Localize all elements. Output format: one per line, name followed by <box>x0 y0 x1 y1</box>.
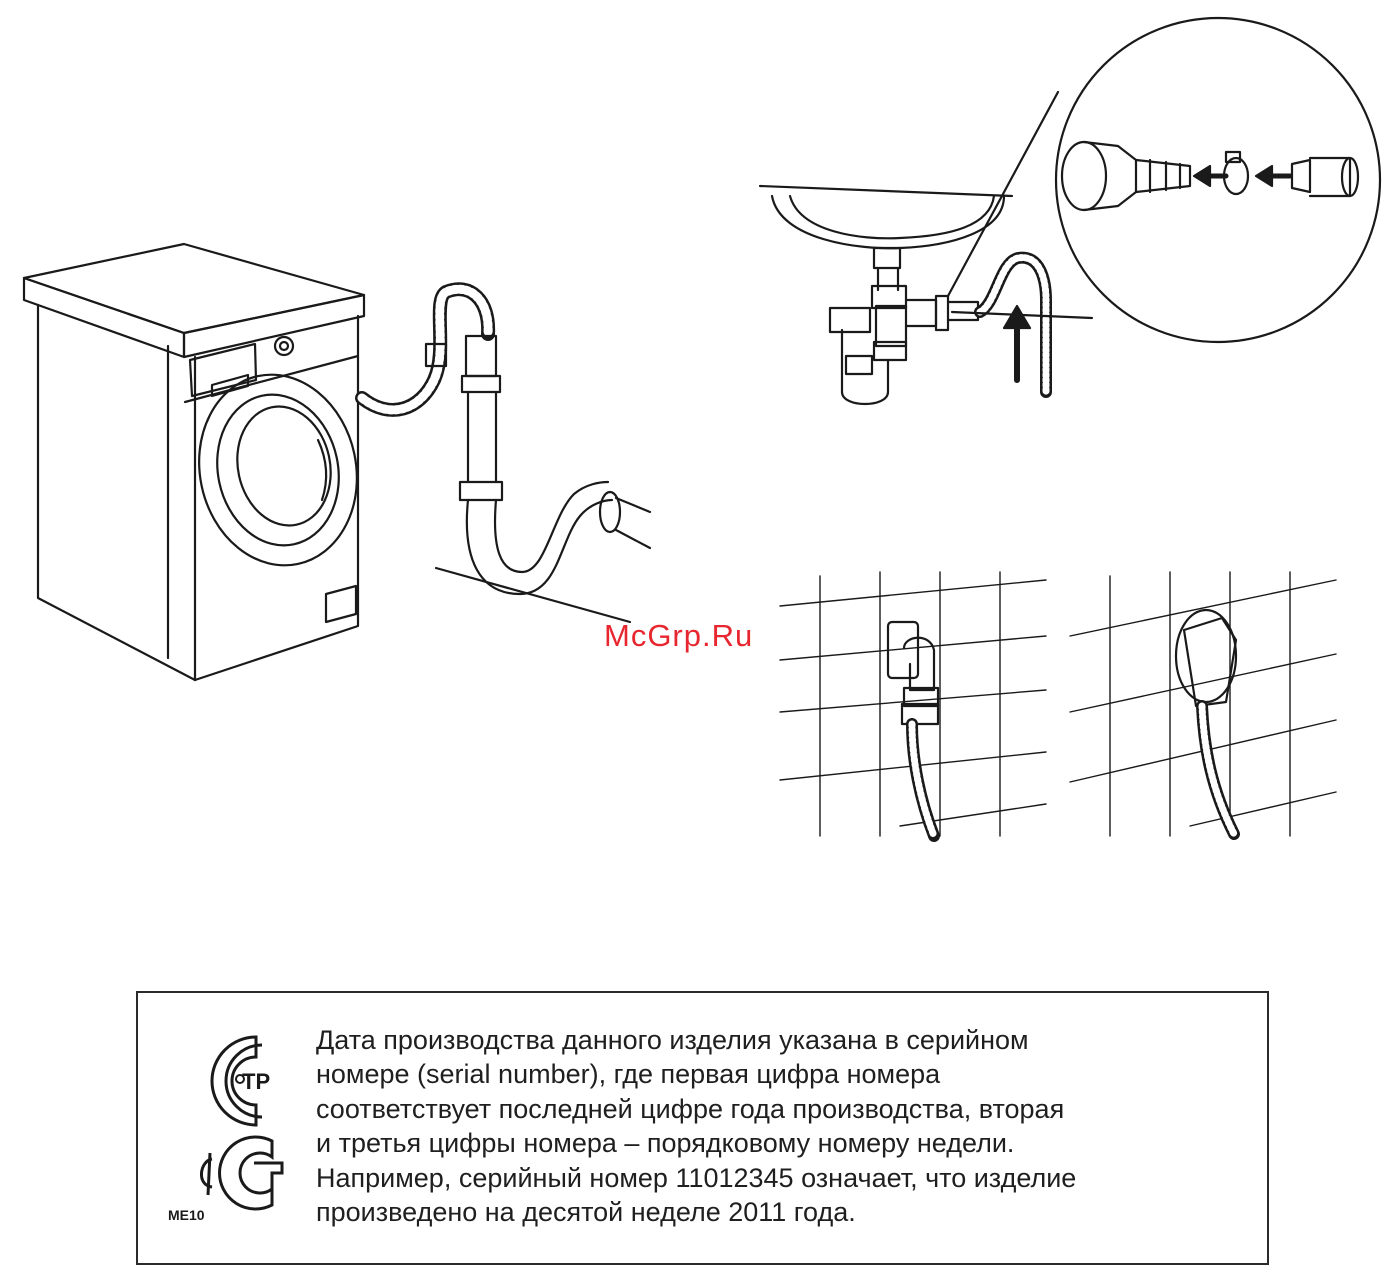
certification-logos: ТР <box>178 1021 288 1251</box>
wall-outlet-cover-icon <box>1069 571 1337 837</box>
note-line: и третья цифры номера – порядковому номе… <box>316 1128 1015 1159</box>
drain-hose-icon <box>355 282 652 624</box>
svg-text:ТР: ТР <box>242 1069 270 1094</box>
note-line: соответствует последней цифре года произ… <box>316 1093 1065 1124</box>
note-line: номере (serial number), где первая цифра… <box>316 1059 941 1090</box>
sink-siphon-icon <box>758 184 1052 405</box>
manufacture-date-note: ТР ME10 Дата производства данного издели… <box>136 991 1269 1265</box>
eac-ctr-icon: ТР <box>210 1035 270 1127</box>
pct-icon <box>178 1133 288 1213</box>
zoom-detail-icon <box>946 16 1382 344</box>
note-line: Дата производства данного изделия указан… <box>316 1025 1029 1055</box>
wall-outlet-fitting-icon <box>886 620 940 842</box>
installation-illustrations <box>22 16 1382 842</box>
pct-logo-caption: ME10 <box>168 1207 205 1223</box>
washing-machine-icon <box>22 242 366 682</box>
note-text: Дата производства данного изделия указан… <box>316 1023 1246 1229</box>
watermark: McGrp.Ru <box>604 618 754 653</box>
note-line: произведено на десятой неделе 2011 года. <box>316 1197 856 1228</box>
wall-outlet-cover-fitting-icon <box>1174 608 1240 840</box>
wall-outlet-icon <box>779 571 1047 837</box>
note-line: Например, серийный номер 11012345 означа… <box>316 1162 1077 1193</box>
